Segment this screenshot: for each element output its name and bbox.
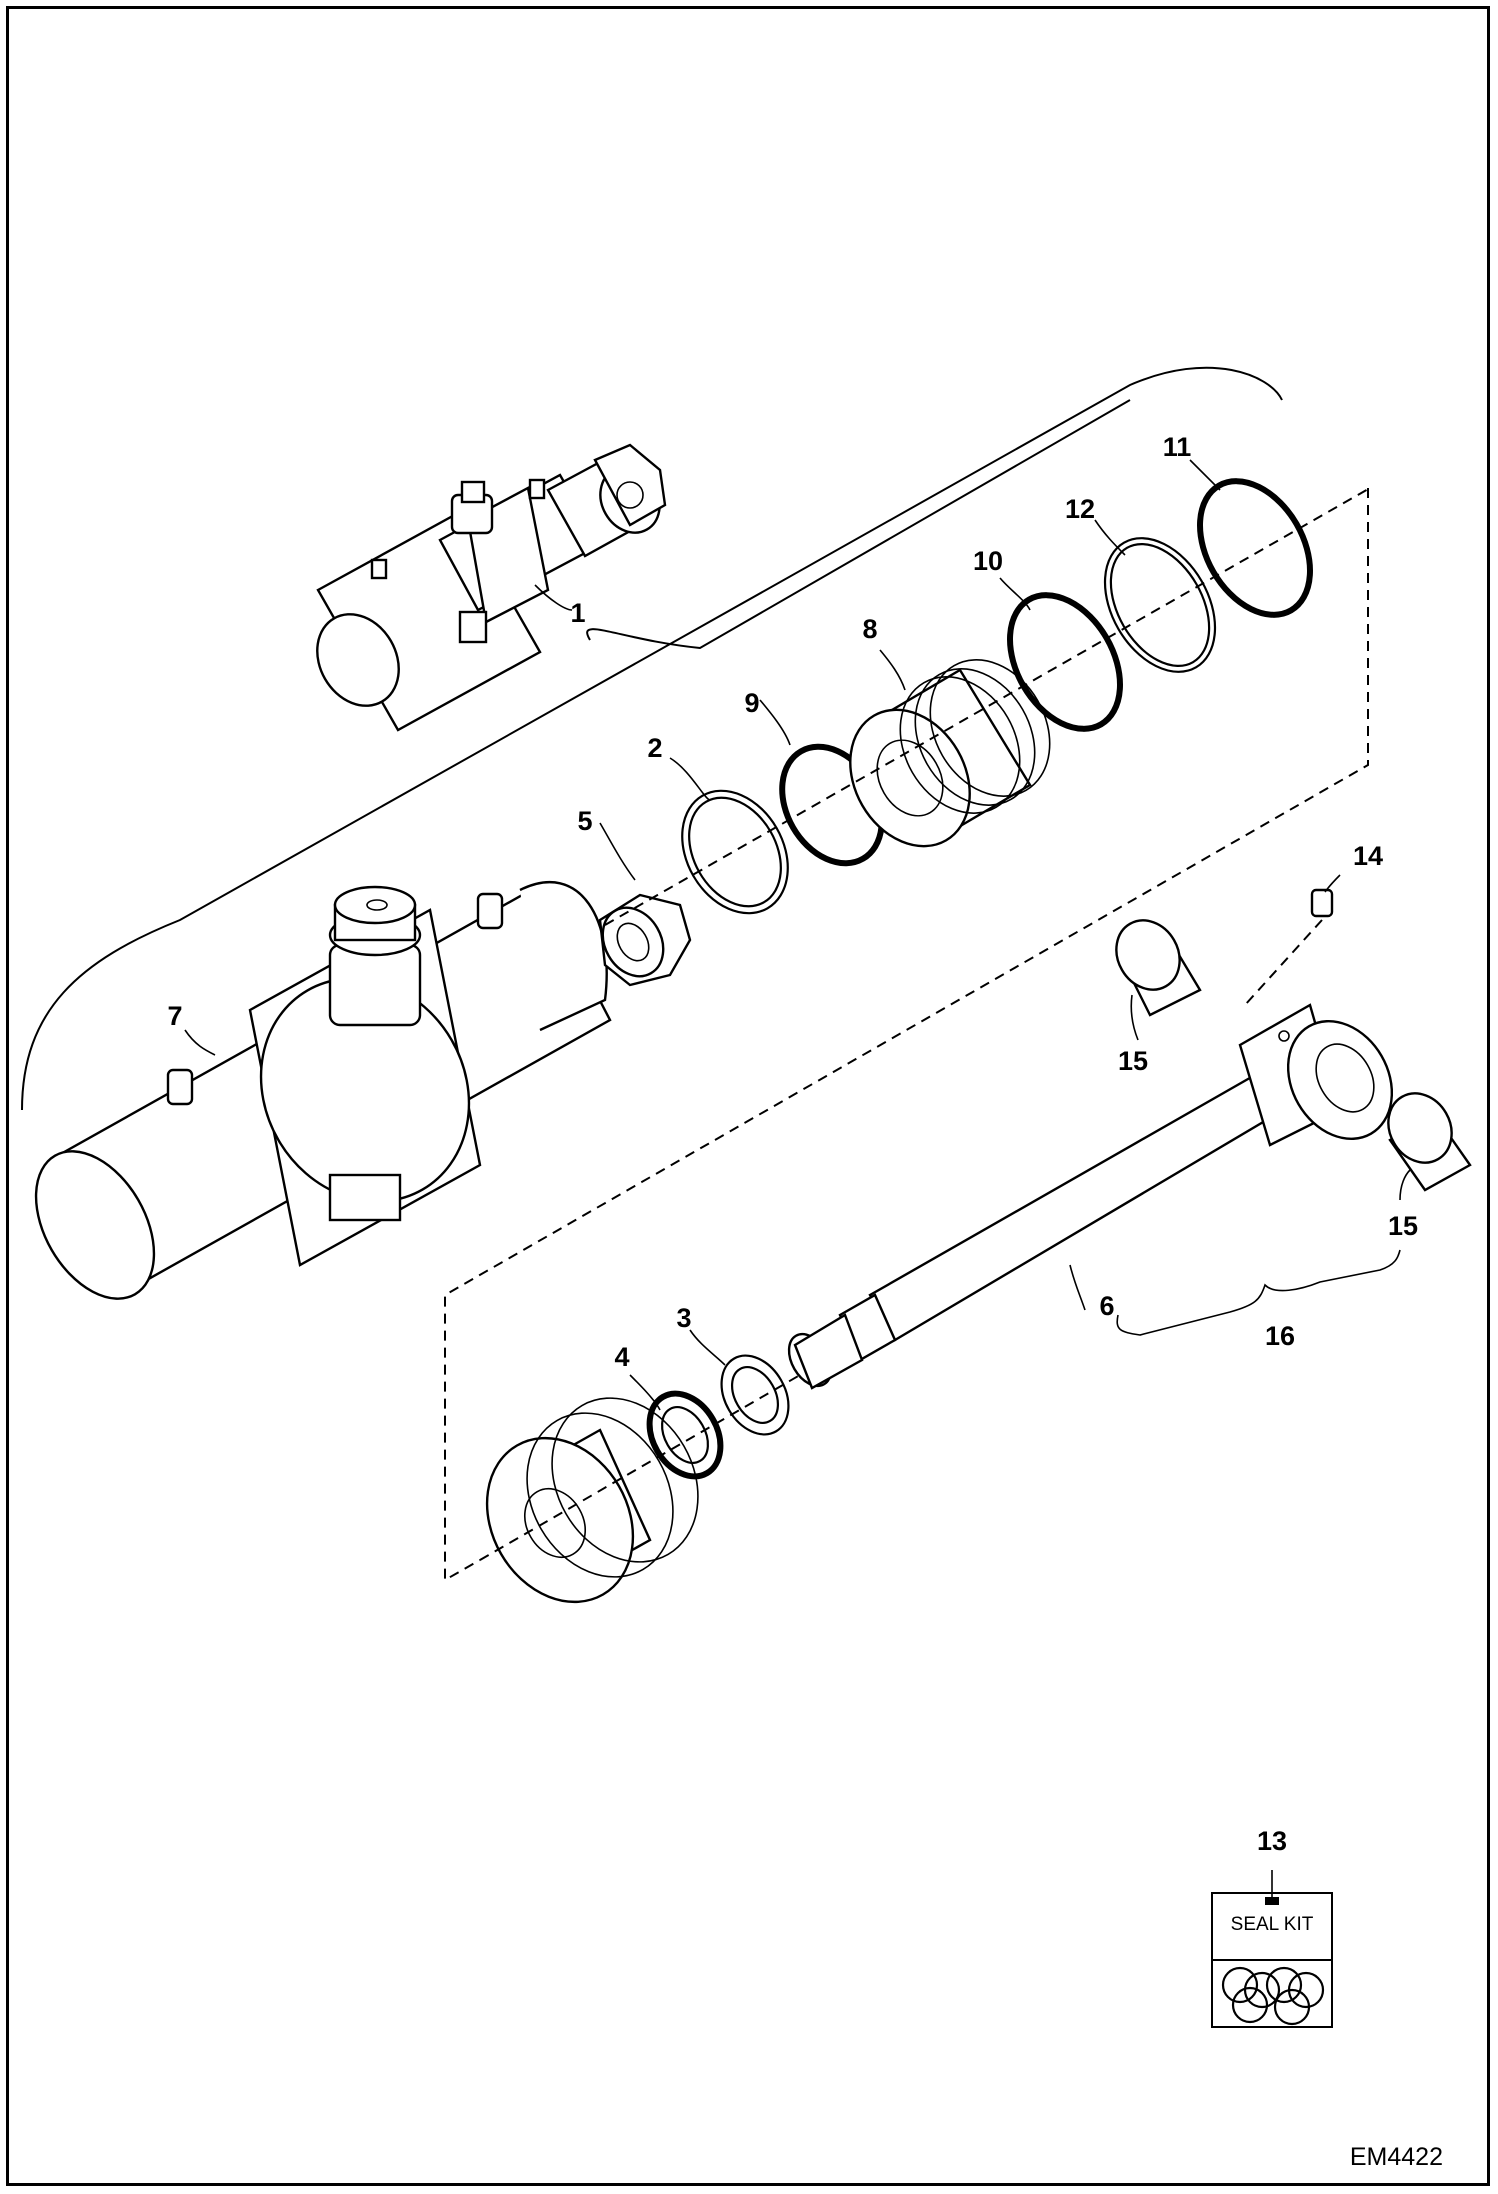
seal-kit-label: SEAL KIT (1231, 1914, 1314, 1935)
piston-nut (598, 893, 692, 987)
o-ring-11 (1197, 478, 1313, 618)
rod-seal-4 (646, 1390, 724, 1480)
callout-13: 13 (1257, 1826, 1287, 1856)
callout-5: 5 (577, 806, 592, 836)
piston (485, 1397, 699, 1604)
seal-kit-box: SEAL KIT (1211, 1892, 1333, 2028)
callout-10: 10 (973, 546, 1003, 576)
cylinder-barrel (34, 881, 612, 1300)
callout-12: 12 (1065, 494, 1095, 524)
lower-axis-line (479, 1374, 801, 1561)
callout-9: 9 (744, 688, 759, 718)
callout-6: 6 (1099, 1291, 1114, 1321)
upper-axis-line (604, 487, 1371, 926)
bushing-lower (1387, 1092, 1472, 1192)
callout-15-upper: 15 (1118, 1046, 1148, 1076)
hang-tab-icon (1265, 1897, 1279, 1905)
diagram-code: EM4422 (1350, 2143, 1443, 2171)
callout-2: 2 (647, 733, 662, 763)
wear-ring (681, 789, 789, 915)
callout-4: 4 (614, 1342, 629, 1372)
backup-ring (1103, 537, 1217, 673)
assembly-boundary-curve-upper (586, 399, 1131, 650)
grease-fitting (1244, 888, 1334, 1006)
callout-1: 1 (570, 598, 585, 628)
cylinder-head (849, 659, 1051, 848)
callout-7: 7 (167, 1001, 182, 1031)
assembled-cylinder (316, 443, 667, 732)
callout-8: 8 (862, 614, 877, 644)
o-rings-icon (1221, 1966, 1325, 2026)
bushing-upper (1115, 919, 1202, 1017)
leader-lines (184, 459, 1411, 1900)
callout-16: 16 (1265, 1321, 1295, 1351)
assembly-boundary-curve (21, 366, 1283, 1111)
dashed-connector (444, 488, 1369, 1582)
callout-15-lower: 15 (1388, 1211, 1418, 1241)
piston-rod (787, 1003, 1394, 1390)
callout-14: 14 (1353, 841, 1383, 871)
callout-3: 3 (676, 1303, 691, 1333)
rod-wiper-3 (720, 1354, 790, 1436)
callout-labels: 1 2 3 4 5 6 7 8 9 10 11 12 13 14 15 15 1… (167, 432, 1418, 1856)
callout-11: 11 (1163, 432, 1192, 462)
